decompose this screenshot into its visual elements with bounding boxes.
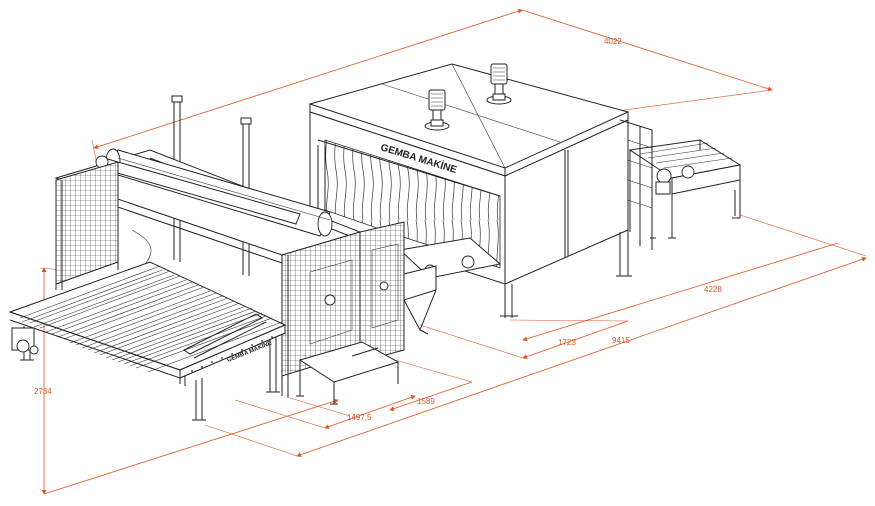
outfeed-conveyor — [628, 139, 742, 239]
motor-left — [424, 89, 450, 131]
roller-table: GEMBA MAKİNE — [8, 261, 287, 421]
right-guard-panel-b — [359, 221, 405, 363]
dim-1589: 1589 — [417, 397, 435, 406]
left-guard-panel — [55, 161, 119, 285]
dim-1723: 1723 — [558, 338, 576, 347]
roof-motors — [424, 63, 512, 131]
dim-1497: 1497,5 — [347, 413, 372, 422]
table-rollers — [19, 265, 283, 373]
dim-2734: 2734 — [34, 387, 52, 396]
dim-4228: 4228 — [704, 285, 722, 294]
dim-9415: 9415 — [612, 336, 630, 345]
dim-4022: 4022 — [604, 37, 622, 46]
top-roller — [95, 155, 301, 225]
oven-unit: GEMBA MAKİNE — [308, 63, 653, 318]
loading-frame — [54, 95, 405, 398]
motor-right — [486, 63, 512, 105]
dimension-labels: 4022 4228 9415 1723 1589 1497,5 2734 — [34, 37, 722, 422]
middle-base — [296, 265, 437, 405]
